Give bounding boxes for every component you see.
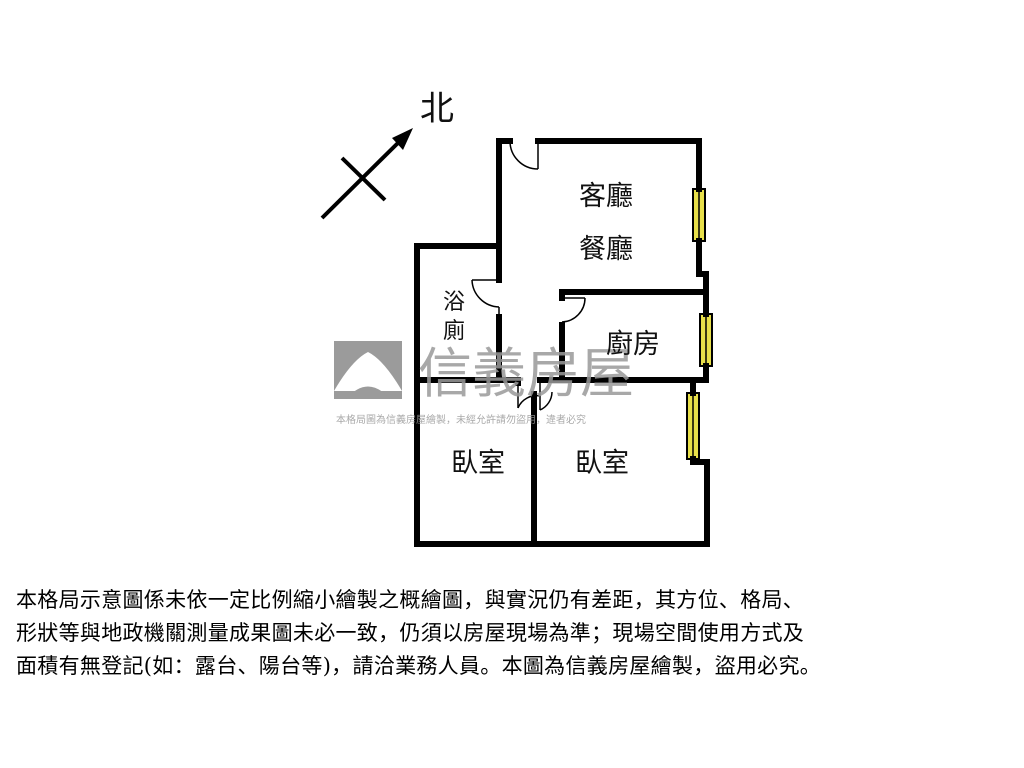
room-label-bath-2: 廁: [443, 319, 465, 344]
disclaimer-line: 本格局示意圖係未依一定比例縮小繪製之概繪圖，與實況仍有差距，其方位、格局、: [16, 588, 805, 612]
doors: [471, 140, 586, 411]
brand-logo-icon: [334, 341, 402, 399]
watermark: 信義房屋 本格局圖為信義房屋繪製，未經允許請勿盜用，違者必究: [334, 341, 634, 426]
compass-cross-line: [340, 156, 387, 202]
disclaimer-line: 面積有無登記(如：露台、陽台等)，請洽業務人員。本圖為信義房屋繪製，盜用必究。: [16, 654, 822, 678]
compass-north-label: 北: [420, 89, 454, 129]
room-labels: 客廳 餐廳 浴 廁 廚房 臥室 臥室: [443, 181, 660, 479]
room-label-bath-1: 浴: [443, 290, 465, 315]
floor-plan: 北: [320, 89, 713, 547]
windows: [686, 188, 713, 460]
compass-arrowhead-icon: [392, 128, 413, 150]
room-label-dining: 餐廳: [579, 234, 633, 265]
entry-door: [509, 140, 539, 170]
room-label-bedroom-left: 臥室: [451, 448, 505, 479]
walls: [414, 138, 710, 547]
kitchen-door: [561, 297, 586, 323]
room-label-living: 客廳: [579, 181, 633, 212]
watermark-brand: 信義房屋: [418, 342, 634, 405]
bedroom-doors: [517, 383, 553, 411]
disclaimer-line: 形狀等與地政機關測量成果圖未必一致，仍須以房屋現場為準；現場空間使用方式及: [16, 621, 805, 645]
watermark-notice: 本格局圖為信義房屋繪製，未經允許請勿盜用，違者必究: [336, 413, 586, 426]
room-label-bedroom-right: 臥室: [575, 448, 629, 479]
disclaimer: 本格局示意圖係未依一定比例縮小繪製之概繪圖，與實況仍有差距，其方位、格局、 形狀…: [16, 584, 1012, 683]
compass: 北: [320, 89, 454, 220]
room-label-kitchen: 廚房: [606, 329, 660, 360]
bathroom-door: [471, 279, 500, 317]
